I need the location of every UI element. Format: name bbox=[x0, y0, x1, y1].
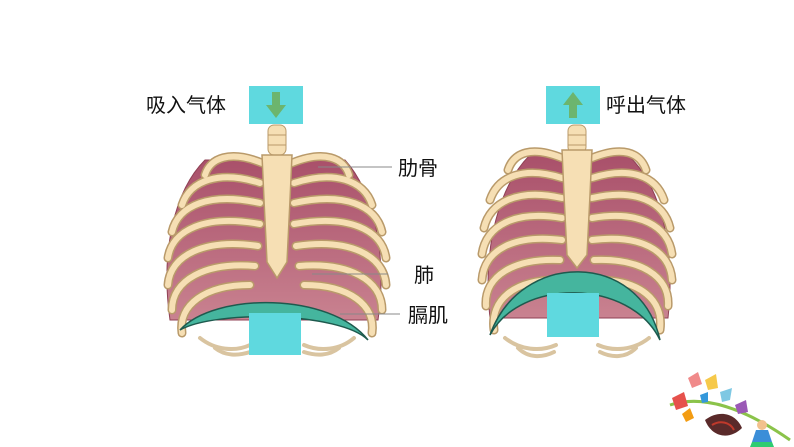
diaphragm-exhale bbox=[489, 271, 661, 341]
box-exhale-bottom bbox=[547, 293, 599, 337]
ribs-label: 肋骨 bbox=[398, 156, 438, 180]
butterflies-decoration-icon bbox=[669, 372, 791, 447]
box-inhale-bottom bbox=[249, 313, 301, 355]
arrow-up-icon bbox=[563, 92, 583, 118]
exhale-label: 呼出气体 bbox=[606, 93, 686, 117]
diaphragm-label: 膈肌 bbox=[408, 303, 448, 327]
exhale-arrow-box bbox=[546, 86, 600, 124]
diaphragm-inhale bbox=[179, 302, 369, 341]
sternum-right bbox=[561, 149, 593, 270]
ribcage-exhale bbox=[477, 124, 677, 359]
lung-label: 肺 bbox=[414, 263, 434, 287]
inhale-label: 吸入气体 bbox=[146, 93, 226, 117]
inhale-arrow-box bbox=[249, 86, 303, 124]
arrow-down-icon bbox=[266, 92, 286, 118]
ribcage-inhale bbox=[163, 124, 391, 357]
sternum-left bbox=[261, 154, 293, 280]
